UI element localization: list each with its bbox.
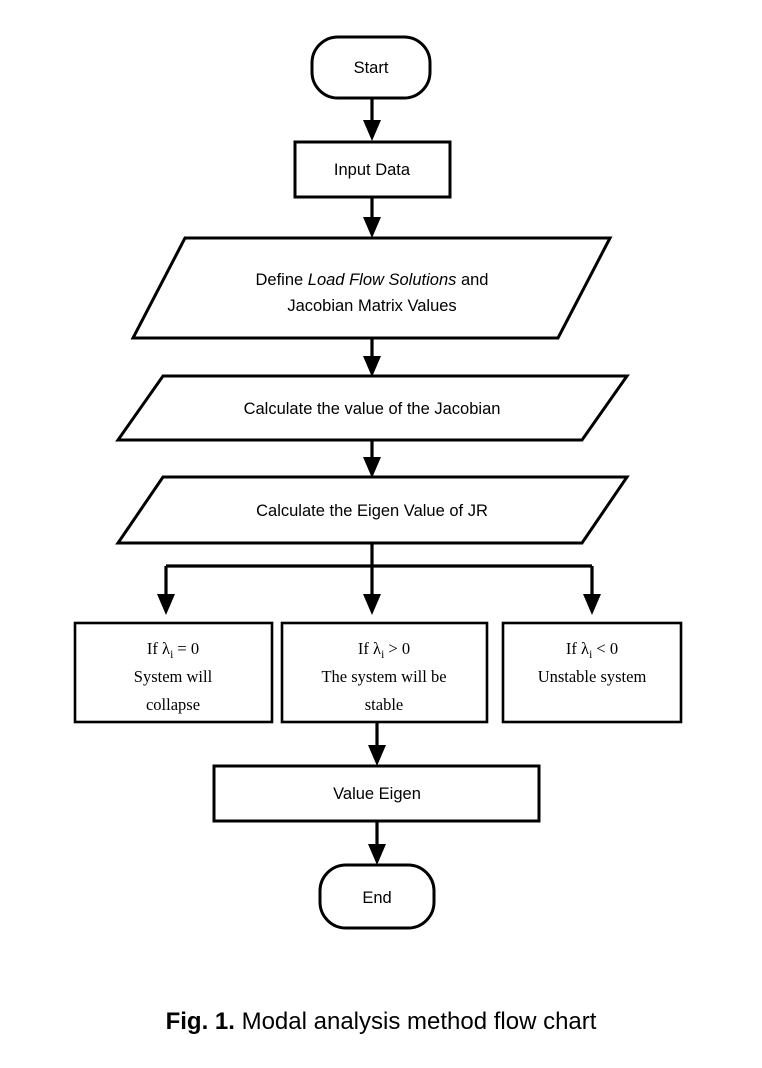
branch-negative-subscript: i: [589, 649, 592, 661]
node-end-label: End: [362, 889, 391, 907]
branch-positive-condition: > 0: [384, 639, 410, 658]
node-end[interactable]: End: [318, 863, 436, 930]
node-value-eigen[interactable]: Value Eigen: [212, 764, 541, 823]
branch-zero-line1: If λi = 0: [147, 639, 199, 661]
figure-caption: Fig. 1. Modal analysis method flow chart: [0, 1008, 762, 1036]
define-line1-post: and: [456, 271, 488, 289]
node-calculate-jacobian[interactable]: Calculate the value of the Jacobian: [115, 374, 630, 442]
branch-zero-line2: System will: [134, 667, 213, 686]
branch-positive-line2: The system will be: [321, 667, 446, 686]
define-line1-pre: Define: [256, 271, 308, 289]
branch-positive-line3: stable: [365, 695, 404, 714]
branch-zero-if: If: [147, 639, 162, 658]
connector-branch-to-value-eigen: [368, 723, 386, 766]
node-input-data-label: Input Data: [334, 161, 411, 179]
branch-negative-line1: If λi < 0: [566, 639, 618, 661]
branch-zero-subscript: i: [170, 649, 173, 661]
node-input-data[interactable]: Input Data: [293, 140, 452, 199]
lambda-symbol-icon: λ: [581, 639, 589, 658]
branch-negative-condition: < 0: [592, 639, 618, 658]
connector-eigen-branch-trunk: [157, 544, 601, 615]
node-branch-lambda-zero[interactable]: If λi = 0 System will collapse: [73, 621, 274, 724]
branch-positive-subscript: i: [381, 649, 384, 661]
connector-input-to-define: [363, 197, 381, 238]
lambda-symbol-icon: λ: [162, 639, 170, 658]
branch-zero-condition: = 0: [173, 639, 199, 658]
lambda-symbol-icon: λ: [373, 639, 381, 658]
node-calculate-eigen[interactable]: Calculate the Eigen Value of JR: [115, 475, 630, 545]
connector-value-eigen-to-end: [368, 821, 386, 865]
connector-start-to-input: [363, 99, 381, 141]
branch-negative-line2: Unstable system: [538, 667, 647, 686]
branch-positive-line1: If λi > 0: [358, 639, 410, 661]
node-calculate-eigen-label: Calculate the Eigen Value of JR: [256, 502, 488, 520]
node-start[interactable]: Start: [310, 35, 432, 100]
node-branch-lambda-positive[interactable]: If λi > 0 The system will be stable: [280, 621, 489, 724]
node-value-eigen-label: Value Eigen: [333, 785, 421, 803]
node-branch-lambda-negative[interactable]: If λi < 0 Unstable system: [501, 621, 683, 724]
figure-caption-text: Modal analysis method flow chart: [234, 1008, 597, 1035]
branch-positive-if: If: [358, 639, 373, 658]
node-calculate-jacobian-label: Calculate the value of the Jacobian: [244, 400, 501, 418]
connector-jacobian-to-eigen: [363, 441, 381, 478]
branch-negative-if: If: [566, 639, 581, 658]
branch-zero-line3: collapse: [146, 695, 200, 714]
node-define-values-line2: Jacobian Matrix Values: [287, 297, 456, 315]
connector-define-to-jacobian: [363, 339, 381, 377]
figure-caption-label: Fig. 1.: [165, 1008, 235, 1035]
node-start-label: Start: [354, 59, 389, 77]
define-line1-italic: Load Flow Solutions: [308, 271, 457, 289]
node-define-values[interactable]: Define Load Flow Solutions and Jacobian …: [130, 236, 613, 340]
node-define-values-line1: Define Load Flow Solutions and: [256, 271, 489, 289]
